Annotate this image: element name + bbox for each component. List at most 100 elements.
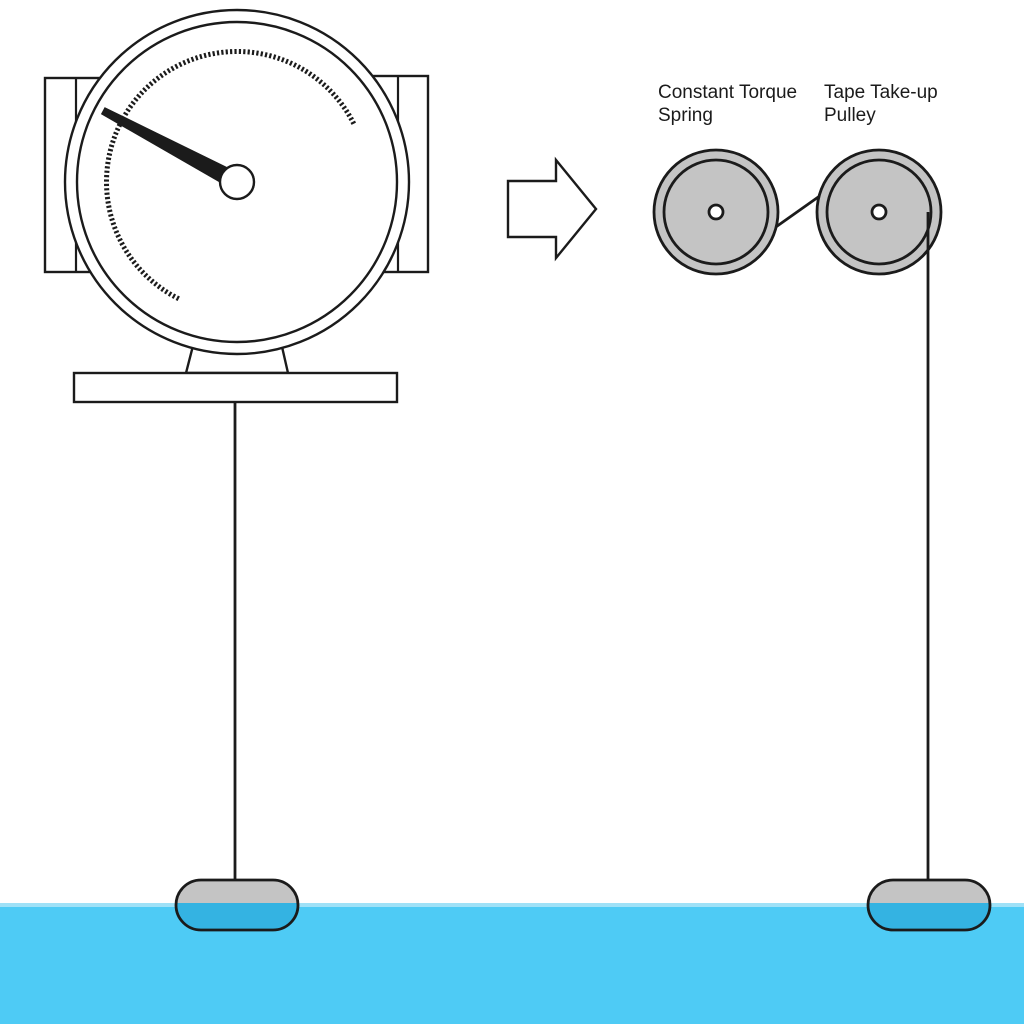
- left-float-assembly: [174, 402, 300, 932]
- gauge-tick: [123, 111, 129, 117]
- takeup-pulley-axle-hole: [870, 203, 888, 221]
- right-float-submerged-part: [868, 903, 990, 930]
- gauge-tick: [117, 237, 123, 243]
- gauge-tick: [178, 61, 183, 68]
- gauge-tick: [109, 217, 115, 222]
- water-surface-line: [0, 903, 1024, 907]
- gauge-tick: [170, 65, 175, 72]
- gauge-tick: [136, 93, 142, 99]
- gauge-tick: [110, 221, 117, 226]
- gauge-tick: [119, 241, 125, 246]
- gauge-tick: [251, 49, 255, 56]
- right-float-assembly: [866, 212, 992, 932]
- gauge-tick: [296, 64, 301, 70]
- gauge-tick: [280, 57, 285, 63]
- gauge-tick: [341, 105, 347, 111]
- gauge-needle-hub: [218, 163, 256, 201]
- gauge-tick: [162, 70, 168, 76]
- gauge-tick: [311, 73, 317, 80]
- gauge-tick: [348, 116, 354, 122]
- gauge-tick: [167, 291, 173, 297]
- gauge-tick: [142, 87, 148, 93]
- gauge-tick: [156, 284, 162, 290]
- gauge-needle: [100, 107, 242, 190]
- gauge-tick: [264, 52, 268, 58]
- gauge-tick: [272, 54, 277, 60]
- gauge-tick: [304, 68, 309, 75]
- gauge-dial-body: [63, 8, 411, 356]
- gauge-tick: [146, 275, 152, 281]
- gauge-tick: [145, 84, 151, 90]
- gauge-tick: [126, 252, 132, 258]
- gauge-tick: [111, 135, 118, 140]
- gauge-tick: [339, 101, 345, 107]
- gauge-tick: [207, 51, 211, 58]
- gauge-tick: [110, 139, 116, 144]
- gauge-tick: [216, 50, 220, 56]
- gauge-tick: [300, 66, 305, 72]
- gauge-tick: [131, 259, 137, 265]
- gauge-tick: [107, 148, 114, 152]
- gauge-tick: [153, 281, 159, 287]
- takeup-label-line2: Pulley: [824, 105, 876, 126]
- gauge-tick: [330, 91, 336, 97]
- gauge-tick: [350, 120, 357, 125]
- spring-pulley-axle-hole: [707, 203, 725, 221]
- gauge-tick: [333, 94, 339, 100]
- gauge-tick: [137, 266, 143, 272]
- gauge-tick: [344, 109, 350, 114]
- gauge-tick: [108, 144, 115, 148]
- gauge-tick: [194, 55, 199, 61]
- gauge-tick: [128, 256, 135, 262]
- gauge-tick: [212, 50, 216, 57]
- gauge-tick: [190, 56, 195, 63]
- gauge-tick: [221, 49, 224, 55]
- gauge-tick: [174, 63, 179, 70]
- gauge-tick: [159, 72, 164, 79]
- gauge-tick: [112, 225, 118, 230]
- pulley-assembly: [652, 148, 943, 276]
- water-body: [0, 903, 1024, 1024]
- gauge-tick: [318, 79, 324, 85]
- gauge-tick: [199, 53, 203, 60]
- gauge-tick: [139, 90, 145, 96]
- gauge-tick: [336, 98, 342, 104]
- gauge-tick: [121, 245, 127, 250]
- gauge-tick: [104, 166, 110, 169]
- gauge-tick: [255, 50, 259, 56]
- gauge-tick: [149, 278, 155, 284]
- spring-label-line2: Spring: [658, 105, 713, 126]
- gauge-tick: [276, 55, 281, 62]
- water-fill: [0, 903, 1024, 1024]
- gauge-tick: [314, 76, 320, 82]
- gauge-tick: [148, 81, 154, 87]
- gauge-tick: [143, 272, 149, 278]
- gauge-base-plate: [72, 371, 399, 404]
- gauge-tick: [125, 107, 131, 113]
- gauge-tick: [105, 157, 112, 161]
- gauge-tick: [113, 229, 120, 234]
- transformation-arrow: [506, 156, 598, 262]
- spring-label-line1: Constant Torque: [658, 82, 797, 103]
- gauge-tick: [288, 60, 294, 66]
- gauge-tick: [106, 152, 113, 156]
- gauge-tick: [346, 112, 352, 118]
- gauge-tick: [327, 88, 333, 94]
- gauge-tick: [166, 68, 172, 74]
- gauge-tick: [321, 82, 327, 88]
- gauge-tick: [292, 62, 298, 68]
- gauge-tick: [203, 52, 207, 59]
- gauge-tick: [134, 263, 140, 269]
- gauge-tick: [115, 233, 121, 239]
- gauge-tick: [105, 200, 111, 204]
- gauge-tick-marks: [103, 48, 357, 302]
- gauge-tick: [113, 131, 119, 136]
- gauge-tick: [108, 213, 114, 218]
- gauge-tick: [133, 97, 139, 102]
- right-float: [866, 878, 992, 932]
- dial-gauge-assembly: [43, 8, 430, 404]
- gauge-tick: [105, 161, 111, 165]
- left-float-outline: [174, 878, 300, 932]
